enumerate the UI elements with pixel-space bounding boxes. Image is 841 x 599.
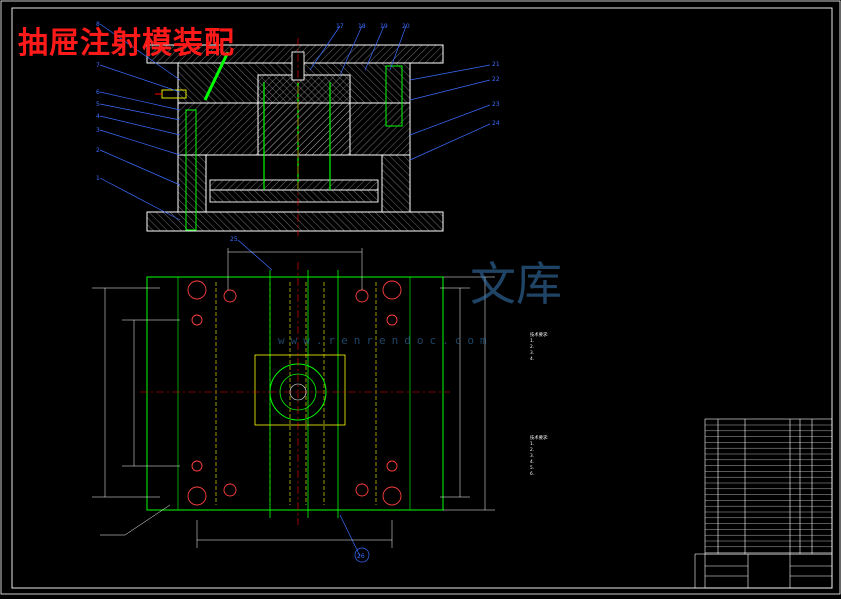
drawing-title: 抽屉注射模装配 — [18, 26, 235, 61]
spacer-block-left — [177, 154, 207, 213]
tech-notes-1-line: 2. — [530, 345, 535, 350]
callout-numbers-left: 8 7 6 5 4 3 2 1 — [96, 21, 100, 182]
callout-number: 6 — [96, 89, 100, 96]
tech-notes-1-line: 4. — [530, 357, 535, 362]
callout-plan-bottom: 26 — [357, 553, 365, 560]
watermark-url: www.renrendoc.com — [278, 334, 493, 347]
spacer-block-right — [381, 154, 411, 213]
callout-number: 21 — [492, 61, 500, 68]
section-view — [146, 38, 444, 236]
tech-notes-2-line: 1. — [530, 442, 535, 447]
tech-notes-2-line: 3. — [530, 454, 535, 459]
callout-number: 1 — [96, 175, 100, 182]
callout-number: 5 — [96, 101, 100, 108]
bottom-clamp-plate — [146, 211, 444, 232]
callout-number: 7 — [96, 62, 100, 69]
callout-number: 24 — [492, 120, 500, 127]
tech-notes-1-line: 1. — [530, 339, 535, 344]
moving-plate — [177, 102, 411, 156]
callout-number: 23 — [492, 101, 500, 108]
plan-view — [92, 248, 495, 548]
callout-number: 19 — [380, 23, 388, 30]
callout-number: 3 — [96, 127, 100, 134]
tech-notes-2-line: 5. — [530, 466, 535, 471]
ejector-plate — [209, 189, 379, 203]
callout-number: 22 — [492, 76, 500, 83]
callout-number: 17 — [336, 23, 344, 30]
angle-pin — [203, 51, 230, 101]
watermark-logo: 文库 — [470, 257, 562, 311]
tech-notes-1-heading: 技术要求: — [530, 333, 549, 338]
tech-notes-2-line: 4. — [530, 460, 535, 465]
plan-outline — [146, 276, 444, 511]
title-block — [694, 553, 833, 589]
tech-notes-2-line: 2. — [530, 448, 535, 453]
callout-number: 20 — [402, 23, 410, 30]
ejector-retainer-plate — [209, 179, 379, 191]
callout-plan-top: 25 — [230, 236, 238, 243]
tech-notes-2-line: 6. — [530, 472, 535, 477]
inner-border — [11, 7, 833, 589]
plan-clamp — [177, 276, 411, 511]
callout-number: 18 — [358, 23, 366, 30]
tech-notes-2-heading: 技术要求: — [530, 436, 549, 441]
guide-pillar-left — [185, 109, 197, 231]
tech-notes-1-line: 3. — [530, 351, 535, 356]
callout-numbers-top: 17 18 19 20 — [336, 23, 410, 30]
plan-cavity-block — [254, 354, 346, 426]
callout-number: 8 — [96, 21, 100, 28]
callout-number: 4 — [96, 113, 100, 120]
bill-of-materials — [704, 418, 833, 555]
callout-number: 2 — [96, 147, 100, 154]
tech-notes-1: 技术要求: 1. 2. 3. 4. — [530, 333, 549, 363]
tech-notes-2: 技术要求: 1. 2. 3. 4. 5. 6. — [530, 436, 549, 478]
callout-numbers-right: 21 22 23 24 — [492, 61, 500, 127]
section-callouts — [99, 23, 491, 557]
guide-pillar-right — [385, 65, 403, 127]
